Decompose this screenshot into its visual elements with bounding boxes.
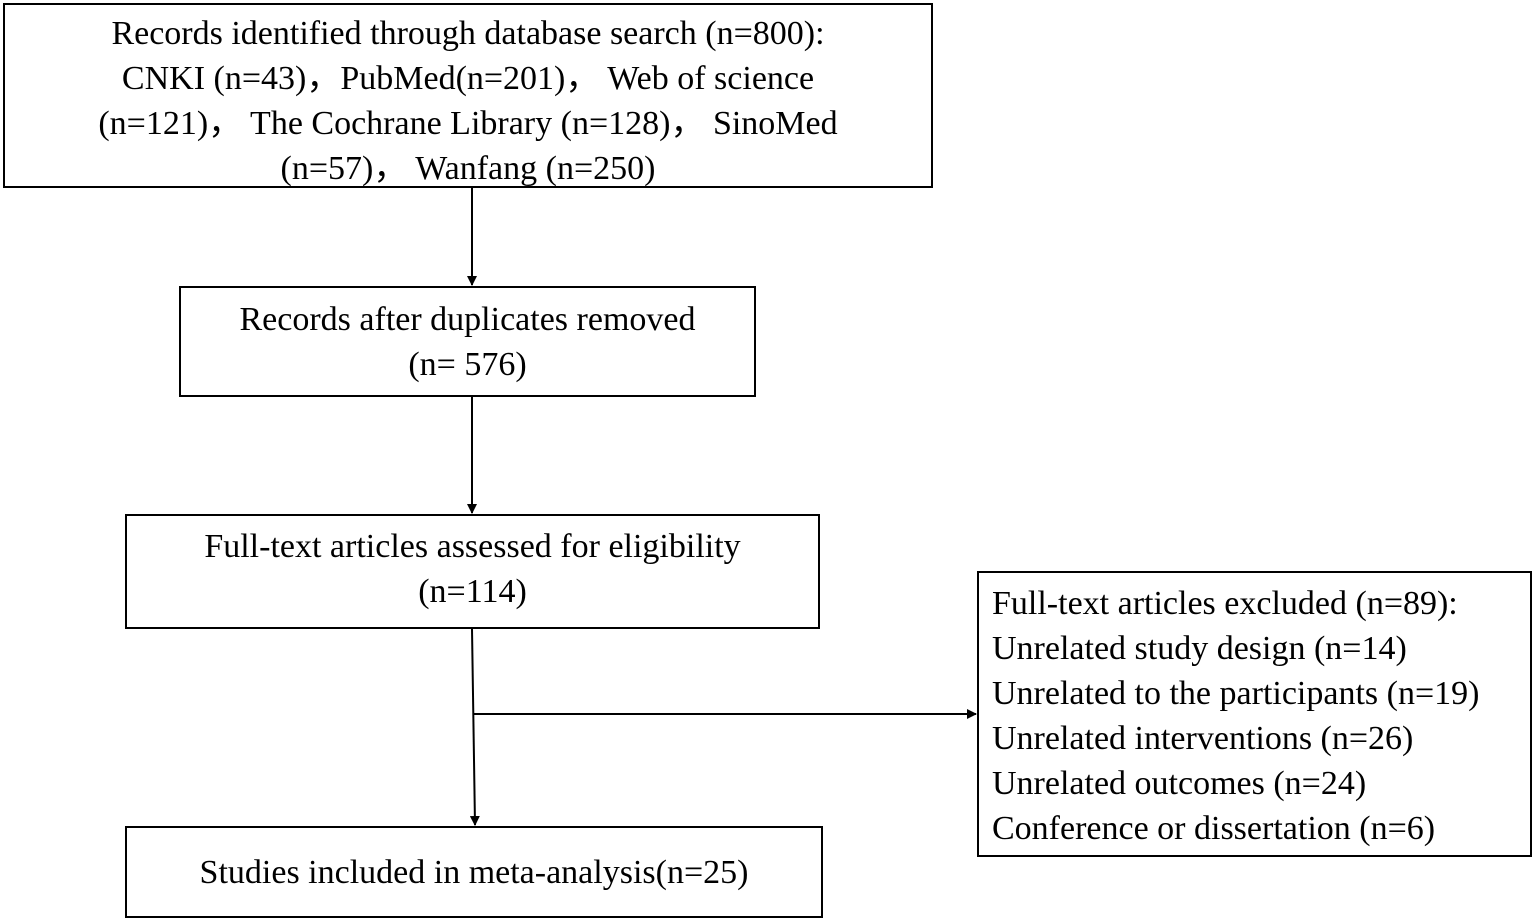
included-line-1: Studies included in meta-analysis(n=25)	[199, 854, 749, 891]
fulltext-assessed-box: Full-text articles assessed for eligibil…	[125, 514, 820, 629]
dedup-line-2: (n= 576)	[408, 346, 527, 383]
studies-included-box: Studies included in meta-analysis(n=25)	[125, 826, 823, 918]
duplicates-removed-box: Records after duplicates removed (n= 576…	[179, 286, 756, 397]
arrow-fulltext-to-included	[469, 628, 480, 826]
excluded-line-1: Full-text articles excluded (n=89):	[992, 585, 1458, 622]
excluded-line-4: Unrelated interventions (n=26)	[992, 720, 1414, 757]
dedup-line-1: Records after duplicates removed	[239, 301, 696, 338]
fulltext-line-1: Full-text articles assessed for eligibil…	[204, 528, 741, 565]
excluded-line-2: Unrelated study design (n=14)	[992, 630, 1407, 667]
fulltext-line-2: (n=114)	[418, 573, 527, 610]
excluded-line-3: Unrelated to the participants (n=19)	[992, 675, 1480, 712]
search-line-2: CNKI (n=43)，PubMed(n=201)， Web of scienc…	[121, 60, 815, 97]
search-line-4: (n=57)， Wanfang (n=250)	[280, 150, 656, 187]
excluded-line-6: Conference or dissertation (n=6)	[992, 810, 1436, 847]
search-line-1: Records identified through database sear…	[111, 15, 825, 52]
fulltext-excluded-box: Full-text articles excluded (n=89): Unre…	[977, 571, 1532, 857]
records-identified-box: Records identified through database sear…	[3, 3, 933, 188]
search-line-3: (n=121)， The Cochrane Library (n=128)， S…	[98, 105, 838, 142]
excluded-line-5: Unrelated outcomes (n=24)	[992, 765, 1367, 802]
